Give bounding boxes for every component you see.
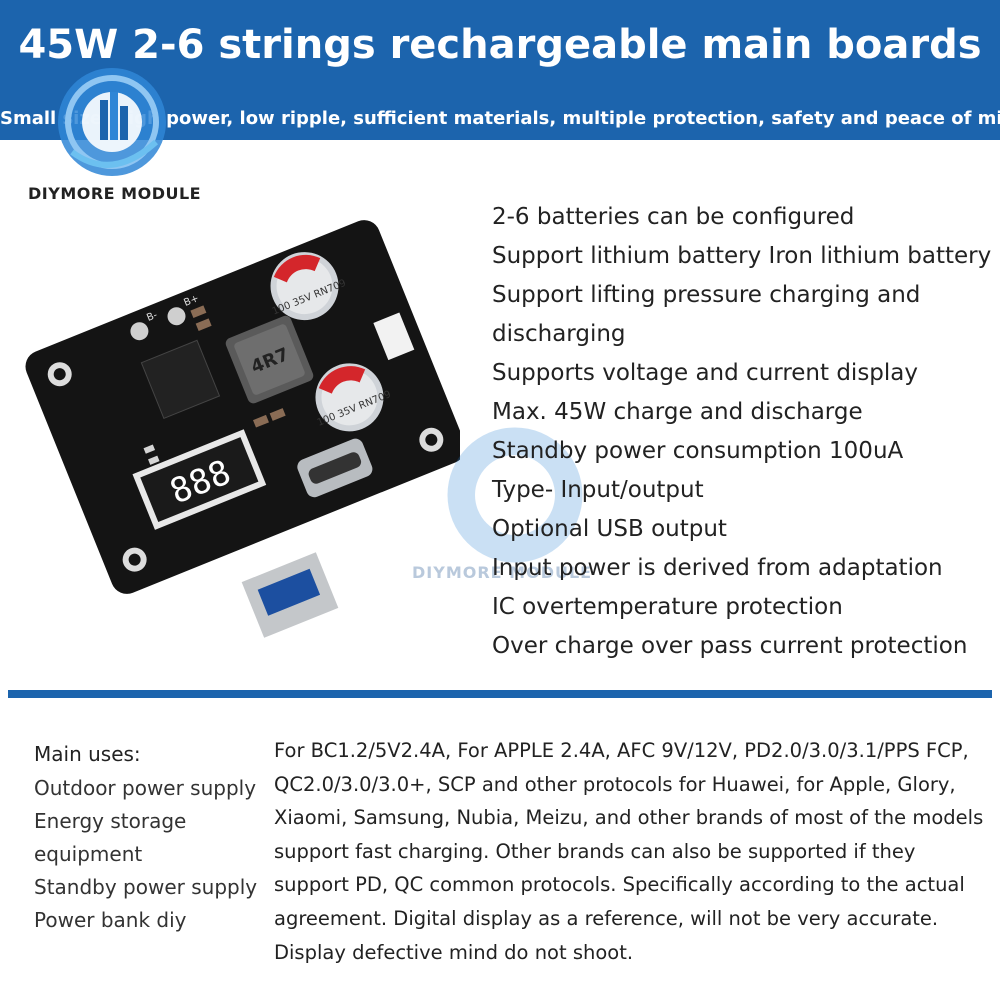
controller-chip	[140, 339, 221, 420]
protocol-description: For BC1.2/5V2.4A, For APPLE 2.4A, AFC 9V…	[274, 739, 984, 964]
section-divider	[8, 690, 992, 698]
feature-item: Optional USB output	[492, 516, 727, 542]
main-uses: Main uses: Outdoor power supply Energy s…	[34, 742, 274, 937]
use-item: Outdoor power supply	[34, 776, 257, 800]
use-item: Energy storage	[34, 809, 187, 833]
page-title: 45W 2-6 strings rechargeable main boards	[18, 22, 982, 68]
capacitor-1: 100 35V RN709	[270, 252, 348, 321]
pad-plus	[167, 307, 186, 326]
feature-item: Max. 45W charge and discharge	[492, 399, 863, 425]
feature-item: Type- Input/output	[492, 477, 704, 503]
feature-item: Input power is derived from adaptation	[492, 555, 943, 581]
feature-item: 2-6 batteries can be configured	[492, 204, 855, 230]
pad-plus-label: B+	[182, 293, 200, 309]
watermark-text: DIYMORE MODULE	[412, 563, 593, 582]
inductor: 4R7	[225, 315, 314, 404]
use-item: equipment	[34, 842, 143, 866]
use-item: Power bank diy	[34, 908, 187, 932]
feature-item: IC overtemperature protection	[492, 594, 843, 620]
pad-minus-label: B-	[145, 310, 159, 324]
feature-item: Support lithium battery Iron lithium bat…	[492, 243, 992, 269]
header-banner: 45W 2-6 strings rechargeable main boards…	[0, 0, 1000, 140]
feature-item: Standby power consumption 100uA	[492, 438, 904, 464]
use-item: Standby power supply	[34, 875, 258, 899]
pad-minus	[130, 322, 149, 341]
feature-item: Support lifting pressure charging and	[492, 282, 921, 308]
main-uses-title: Main uses:	[34, 742, 141, 766]
feature-item: discharging	[492, 321, 626, 347]
feature-item: Supports voltage and current display	[492, 360, 918, 386]
feature-list: 2-6 batteries can be configured Support …	[492, 198, 992, 666]
page-subtitle: Small size, high power, low ripple, suff…	[0, 108, 1000, 129]
watermark-logo-icon	[447, 427, 583, 563]
feature-item: Over charge over pass current protection	[492, 633, 968, 659]
diymore-logo-icon	[58, 68, 166, 176]
pcb-body	[25, 220, 460, 594]
usb-a-port	[241, 552, 339, 638]
battery-connector	[373, 312, 415, 361]
brand-name: DIYMORE MODULE	[28, 184, 202, 203]
pcb-board-image: 100 35V RN709 100 35V RN709 4R7 888	[25, 220, 460, 638]
capacitor-2: 100 35V RN709	[315, 363, 393, 432]
